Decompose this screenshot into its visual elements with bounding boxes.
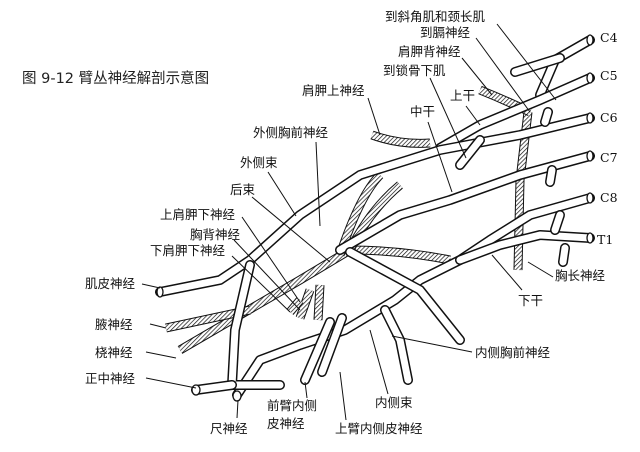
label-posterior-cord: 后束	[230, 182, 256, 197]
root-label-c7: C7	[600, 150, 618, 165]
label-medial-antebrachial-line1: 前臂内侧	[267, 398, 317, 413]
label-lateral-cord: 外侧束	[240, 155, 278, 170]
label-upper-subscapular: 上肩胛下神经	[160, 207, 236, 222]
label-medial-cord: 内侧束	[375, 395, 413, 410]
root-label-c4: C4	[600, 30, 618, 45]
root-label-c5: C5	[600, 68, 618, 83]
label-lateral-pectoral: 外侧胸前神经	[253, 125, 329, 140]
label-to-subclavius: 到锁骨下肌	[383, 63, 446, 78]
figure-title: 图 9-12 臂丛神经解剖示意图	[22, 69, 209, 87]
root-ends	[156, 34, 594, 402]
label-thoracodorsal: 胸背神经	[190, 227, 241, 242]
label-long-thoracic: 胸长神经	[555, 268, 606, 283]
label-dorsal-scapular: 肩胛背神经	[398, 44, 461, 59]
label-medial-antebrachial-line2: 皮神经	[267, 416, 305, 431]
posterior-nerves	[165, 85, 533, 354]
label-ulnar: 尺神经	[210, 421, 248, 436]
label-median: 正中神经	[85, 371, 136, 386]
label-medial-pectoral: 内侧胸前神经	[475, 345, 551, 360]
label-to-phrenic: 到膈神经	[420, 25, 471, 40]
nerve-labels: 到斜角肌和颈长肌 到膈神经 肩胛背神经 到锁骨下肌 肩胛上神经 上干 中干 外侧…	[85, 9, 606, 436]
label-suprascapular: 肩胛上神经	[302, 83, 365, 98]
label-upper-trunk: 上干	[450, 88, 475, 103]
label-middle-trunk: 中干	[410, 104, 435, 119]
label-musculocutaneous: 肌皮神经	[85, 276, 136, 291]
root-label-t1: T1	[597, 232, 613, 247]
suprascapular-nerve	[370, 130, 431, 148]
label-radial: 桡神经	[95, 345, 133, 360]
root-labels: C4 C5 C6 C7 C8 T1	[597, 30, 618, 247]
anterior-nerves	[155, 35, 595, 400]
label-lower-subscapular: 下肩胛下神经	[150, 243, 226, 258]
label-medial-brachial: 上臂内侧皮神经	[335, 421, 423, 436]
root-label-c6: C6	[600, 110, 618, 125]
root-label-c8: C8	[600, 190, 618, 205]
label-axillary: 腋神经	[95, 317, 133, 332]
label-lower-trunk: 下干	[518, 293, 543, 308]
posterior-cord	[165, 171, 451, 354]
label-to-scalene-longus: 到斜角肌和颈长肌	[385, 9, 486, 24]
leader-lines	[141, 23, 557, 421]
